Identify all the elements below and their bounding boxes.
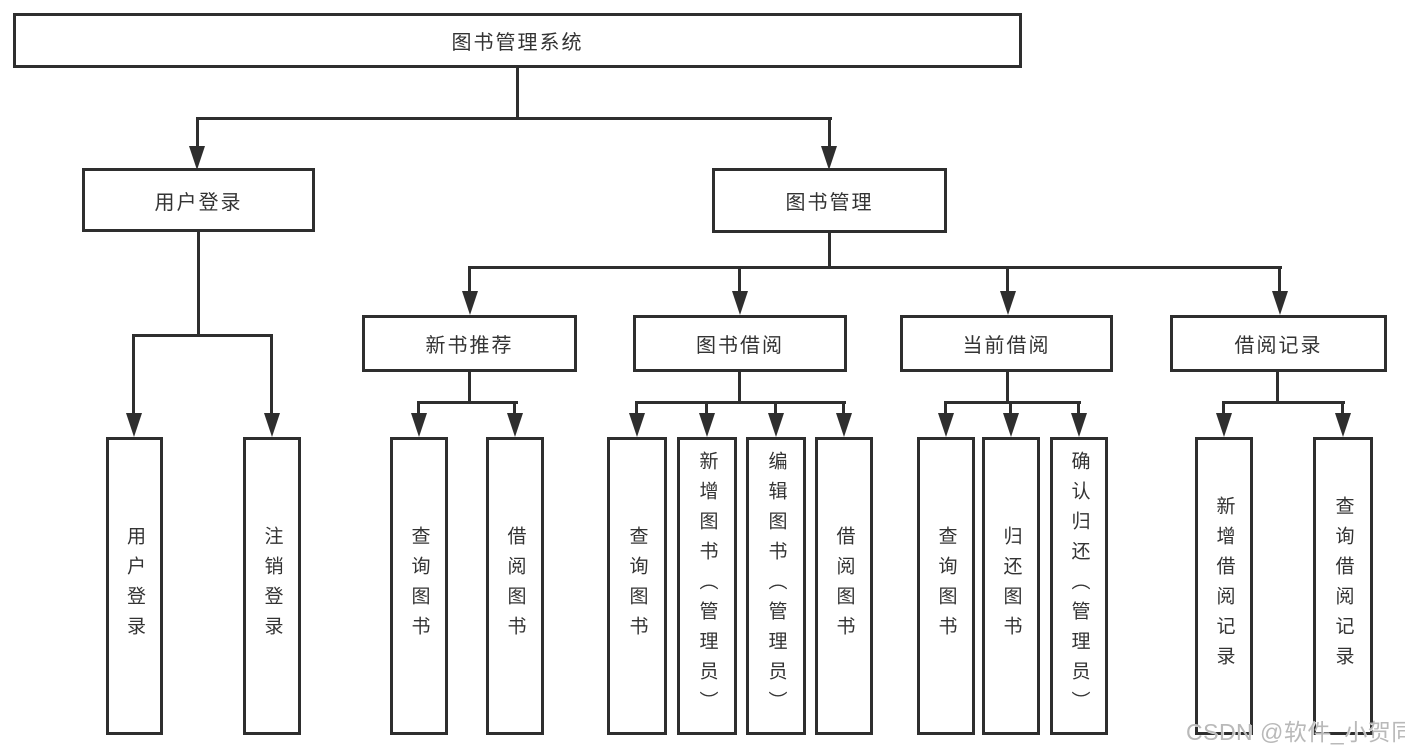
node-library-system: 图书管理系统: [13, 13, 1022, 68]
connector-segment: [270, 337, 273, 414]
leaf-borrow-book: 借阅图书: [815, 437, 873, 735]
arrowhead-icon: [836, 413, 852, 437]
connector-segment: [468, 269, 471, 291]
connector-segment: [1077, 404, 1080, 414]
connector-segment: [1278, 269, 1281, 291]
arrowhead-icon: [1003, 413, 1019, 437]
connector-segment: [516, 68, 519, 117]
node-borrow-records: 借阅记录: [1170, 315, 1387, 372]
arrowhead-icon: [507, 413, 523, 437]
connector-segment: [196, 120, 199, 148]
arrowhead-icon: [732, 291, 748, 315]
leaf-current-query-book: 查询图书: [917, 437, 975, 735]
node-book-borrow: 图书借阅: [633, 315, 847, 372]
connector-segment: [828, 120, 831, 148]
node-current-borrow: 当前借阅: [900, 315, 1113, 372]
leaf-borrow-query-book: 查询图书: [607, 437, 667, 735]
connector-segment: [1341, 404, 1344, 414]
connector-segment: [132, 334, 273, 337]
connector-segment: [635, 404, 638, 414]
connector-segment: [774, 404, 777, 414]
connector-segment: [1222, 404, 1225, 414]
connector-segment: [197, 232, 200, 336]
connector-segment: [828, 233, 831, 269]
connector-segment: [1006, 269, 1009, 291]
node-book-management: 图书管理: [712, 168, 947, 233]
arrowhead-icon: [126, 413, 142, 437]
leaf-add-book-admin: 新增图书（管理员）: [677, 437, 737, 735]
connector-segment: [738, 269, 741, 291]
connector-segment: [1222, 401, 1345, 404]
leaf-user-login: 用户登录: [106, 437, 163, 735]
connector-segment: [944, 404, 947, 414]
arrowhead-icon: [411, 413, 427, 437]
node-new-book-recommend: 新书推荐: [362, 315, 577, 372]
leaf-add-borrow-record: 新增借阅记录: [1195, 437, 1253, 735]
leaf-query-borrow-record: 查询借阅记录: [1313, 437, 1373, 735]
arrowhead-icon: [462, 291, 478, 315]
connector-segment: [1276, 372, 1279, 404]
node-user-login: 用户登录: [82, 168, 315, 232]
leaf-recommend-query-book: 查询图书: [390, 437, 448, 735]
connector-segment: [468, 372, 471, 404]
leaf-recommend-borrow-book: 借阅图书: [486, 437, 544, 735]
connector-segment: [132, 337, 135, 414]
connector-segment: [417, 401, 518, 404]
connector-segment: [635, 401, 846, 404]
arrowhead-icon: [1272, 291, 1288, 315]
leaf-logout: 注销登录: [243, 437, 301, 735]
arrowhead-icon: [768, 413, 784, 437]
arrowhead-icon: [629, 413, 645, 437]
arrowhead-icon: [699, 413, 715, 437]
arrowhead-icon: [1000, 291, 1016, 315]
connector-segment: [738, 372, 741, 404]
leaf-edit-book-admin: 编辑图书（管理员）: [746, 437, 806, 735]
watermark: CSDN @软件_小贺同学: [1186, 719, 1405, 745]
arrowhead-icon: [938, 413, 954, 437]
connector-segment: [468, 266, 1282, 269]
arrowhead-icon: [1071, 413, 1087, 437]
arrowhead-icon: [189, 146, 205, 170]
leaf-return-book: 归还图书: [982, 437, 1040, 735]
leaf-confirm-return-admin: 确认归还（管理员）: [1050, 437, 1108, 735]
connector-segment: [417, 404, 420, 414]
connector-segment: [842, 404, 845, 414]
connector-segment: [944, 401, 1081, 404]
connector-segment: [705, 404, 708, 414]
connector-segment: [513, 404, 516, 414]
arrowhead-icon: [1335, 413, 1351, 437]
connector-segment: [196, 117, 832, 120]
connector-segment: [1009, 404, 1012, 414]
arrowhead-icon: [821, 146, 837, 170]
arrowhead-icon: [1216, 413, 1232, 437]
arrowhead-icon: [264, 413, 280, 437]
connector-segment: [1006, 372, 1009, 404]
